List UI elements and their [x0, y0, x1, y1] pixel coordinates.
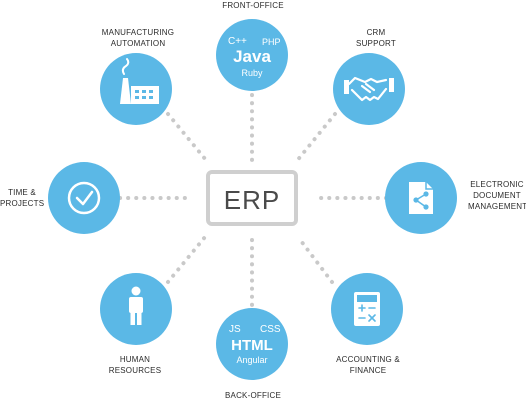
label-front-office: FRONT-OFFICE: [222, 1, 284, 10]
tech-ruby: Ruby: [241, 68, 263, 78]
tech-java: Java: [233, 47, 271, 66]
connector-crm: [294, 112, 337, 164]
handshake-icon: [344, 76, 394, 102]
node-back-office: JS CSS HTML Angular: [216, 308, 288, 380]
node-manufacturing: [100, 53, 172, 125]
label-accounting: ACCOUNTING & FINANCE: [336, 355, 400, 375]
label-time-projects: TIME & PROJECTS: [0, 188, 45, 208]
node-accounting: [331, 273, 403, 345]
factory-icon: [120, 58, 159, 104]
tech-js: JS: [229, 324, 241, 335]
calculator-icon: [354, 292, 380, 326]
node-crm: [333, 53, 405, 125]
connectors: [118, 93, 388, 315]
label-manufacturing: MANUFACTURING AUTOMATION: [101, 28, 175, 48]
connector-hr: [166, 235, 207, 284]
tech-angular: Angular: [236, 355, 267, 365]
label-hr: HUMAN RESOURCES: [108, 355, 162, 375]
person-icon: [129, 286, 143, 325]
erp-center-box: ERP: [206, 170, 298, 226]
label-crm: CRM SUPPORT: [356, 28, 396, 48]
node-front-office: C++ PHP Java Ruby: [216, 19, 288, 91]
clock-icon: [67, 181, 101, 215]
label-edm: ELECTRONIC DOCUMENT MANAGEMENT: [468, 180, 526, 211]
tech-php: PHP: [262, 37, 281, 47]
tech-css: CSS: [260, 324, 281, 335]
node-time-projects: [48, 162, 120, 234]
erp-center-label: ERP: [223, 185, 281, 215]
node-edm: [385, 162, 457, 234]
tech-cpp: C++: [228, 36, 247, 47]
label-back-office: BACK-OFFICE: [225, 391, 281, 400]
tech-html: HTML: [231, 337, 273, 354]
document-share-icon: [409, 182, 433, 214]
node-hr: [100, 273, 172, 345]
connector-manufacturing: [166, 112, 208, 162]
connector-accounting: [296, 235, 334, 284]
